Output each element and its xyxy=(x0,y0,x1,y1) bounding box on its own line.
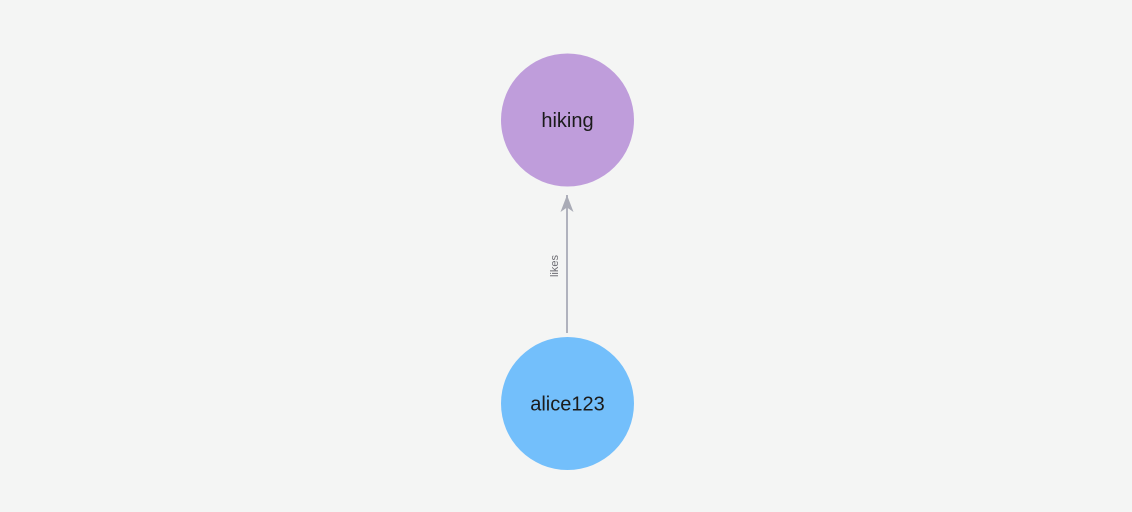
node-circle-alice123[interactable] xyxy=(501,337,634,470)
edge-label-likes: likes xyxy=(549,255,561,278)
graph-edge-likes[interactable]: likes xyxy=(549,195,574,333)
graph-node-alice123[interactable]: alice123 xyxy=(501,337,634,470)
graph-node-hiking[interactable]: hiking xyxy=(501,53,634,187)
edge-arrowhead-icon xyxy=(560,195,574,212)
node-circle-hiking[interactable] xyxy=(501,53,634,187)
